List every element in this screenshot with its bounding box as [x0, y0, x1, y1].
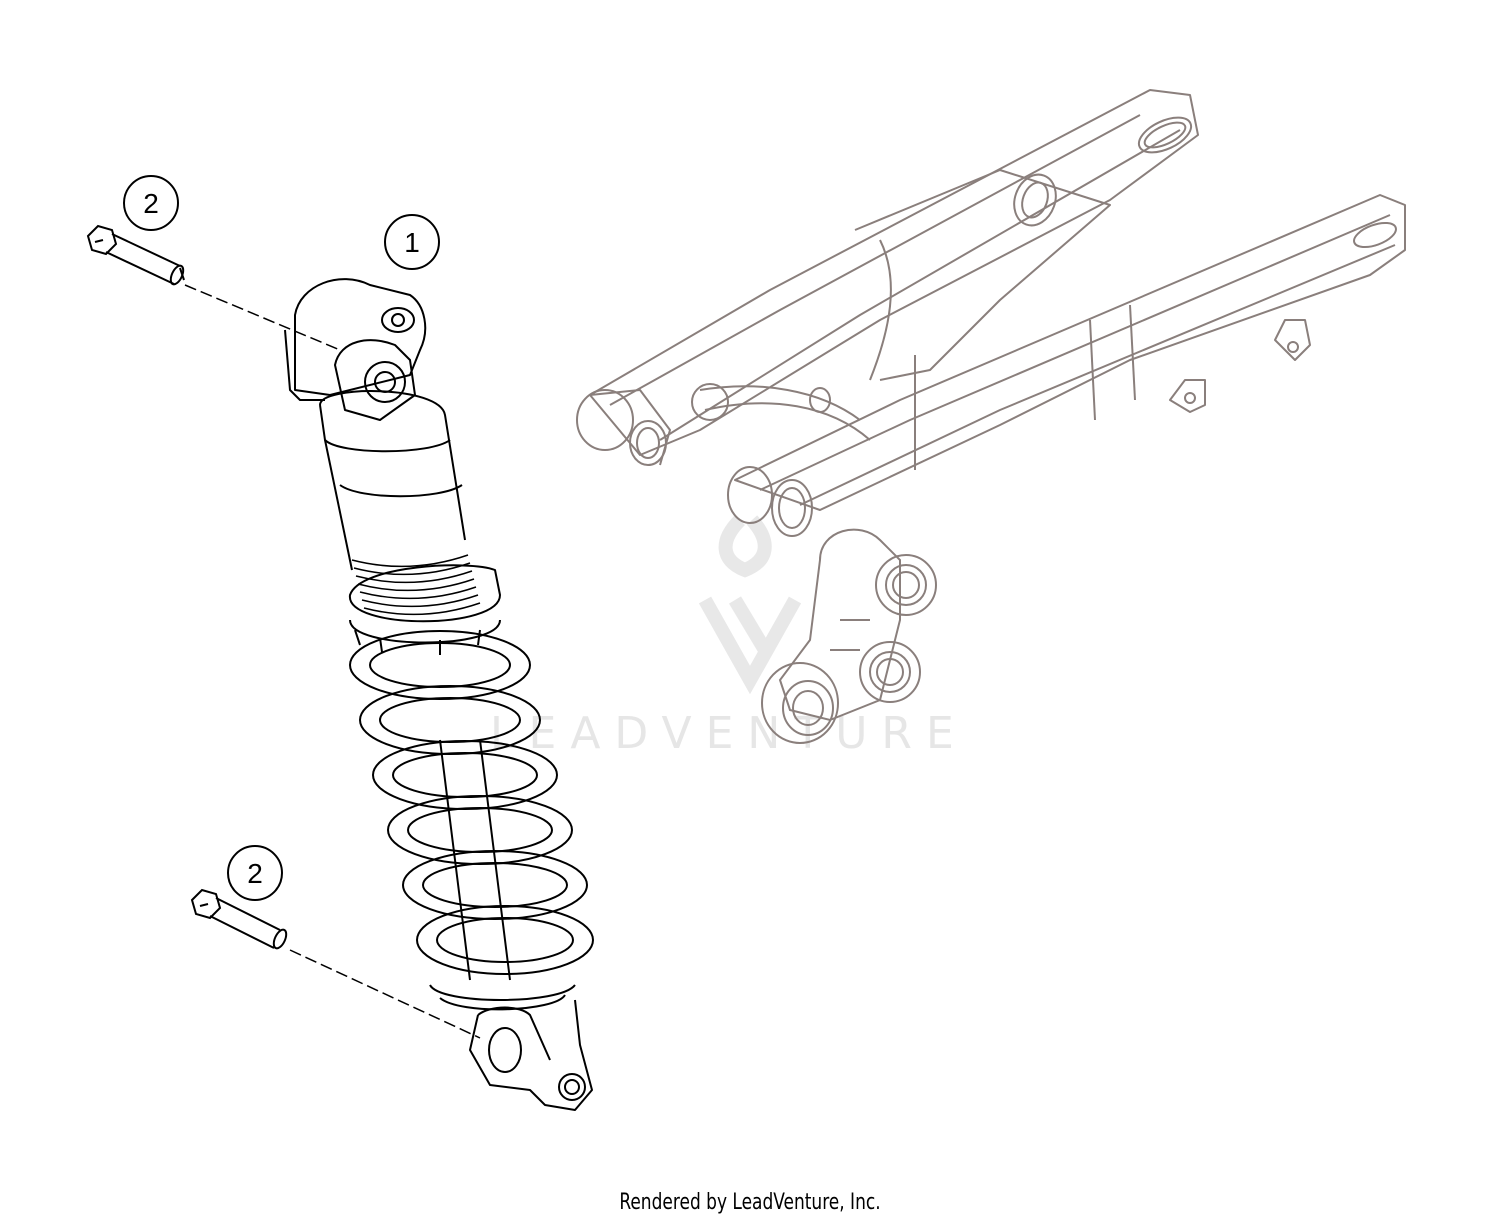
callout-label: 2 [247, 858, 263, 889]
callout-lower-bolt[interactable]: 2 [227, 845, 283, 901]
watermark: LEADVENTURE [490, 515, 968, 759]
swingarm [576, 89, 1406, 537]
watermark-text: LEADVENTURE [490, 708, 968, 759]
watermark-logo-icon [698, 515, 802, 695]
spring [349, 630, 594, 975]
lower-bolt [190, 888, 288, 950]
lower-bolt-leader [289, 949, 481, 1039]
footer-credit: Rendered by LeadVenture, Inc. [619, 1190, 881, 1215]
callout-upper-bolt[interactable]: 2 [123, 175, 179, 231]
callout-label: 1 [404, 227, 420, 258]
threads [351, 554, 481, 616]
linkage [761, 528, 937, 744]
upper-bolt [86, 224, 185, 286]
callout-shock-absorber[interactable]: 1 [384, 214, 440, 270]
shock-absorber [284, 278, 594, 1111]
callout-label: 2 [143, 188, 159, 219]
upper-bolt-leader [184, 284, 341, 351]
